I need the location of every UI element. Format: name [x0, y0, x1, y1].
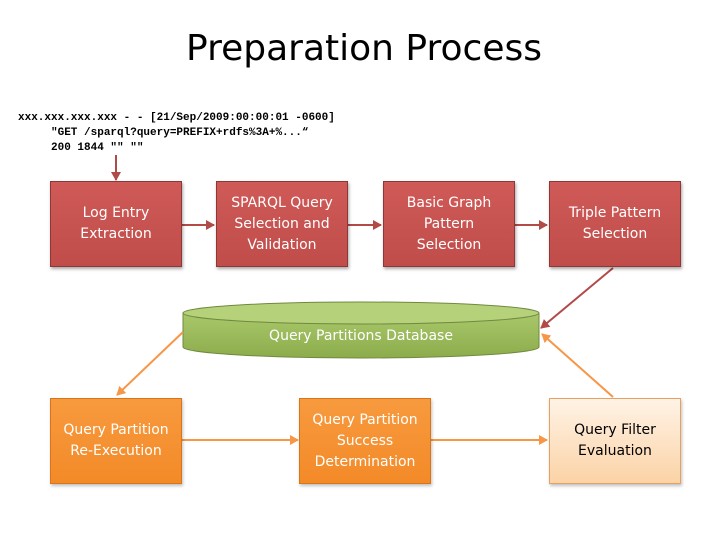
query-partitions-database-cylinder — [182, 301, 540, 359]
arrow-filter-to-database — [541, 333, 614, 398]
log-line-3: 200 1844 "" "" — [18, 142, 144, 154]
query-partition-success-box: Query Partition Success Determination — [299, 398, 431, 484]
page-title: Preparation Process — [186, 28, 542, 69]
log-line-1: xxx.xxx.xxx.xxx - - [21/Sep/2009:00:00:0… — [18, 112, 335, 124]
log-entry-sample: xxx.xxx.xxx.xxx - - [21/Sep/2009:00:00:0… — [18, 111, 335, 156]
log-entry-extraction-box: Log Entry Extraction — [50, 181, 182, 267]
log-line-2: "GET /sparql?query=PREFIX+rdfs%3A+%...“ — [18, 127, 309, 139]
basic-graph-pattern-selection-box: Basic Graph Pattern Selection — [383, 181, 515, 267]
arrow-triple-to-database — [540, 267, 614, 329]
query-filter-evaluation-box: Query Filter Evaluation — [549, 398, 681, 484]
triple-pattern-selection-box: Triple Pattern Selection — [549, 181, 681, 267]
query-partition-reexecution-box: Query Partition Re-Execution — [50, 398, 182, 484]
arrow-database-to-reexecution — [116, 331, 184, 396]
query-partitions-database-label: Query Partitions Database — [269, 328, 453, 344]
sparql-query-selection-box: SPARQL Query Selection and Validation — [216, 181, 348, 267]
